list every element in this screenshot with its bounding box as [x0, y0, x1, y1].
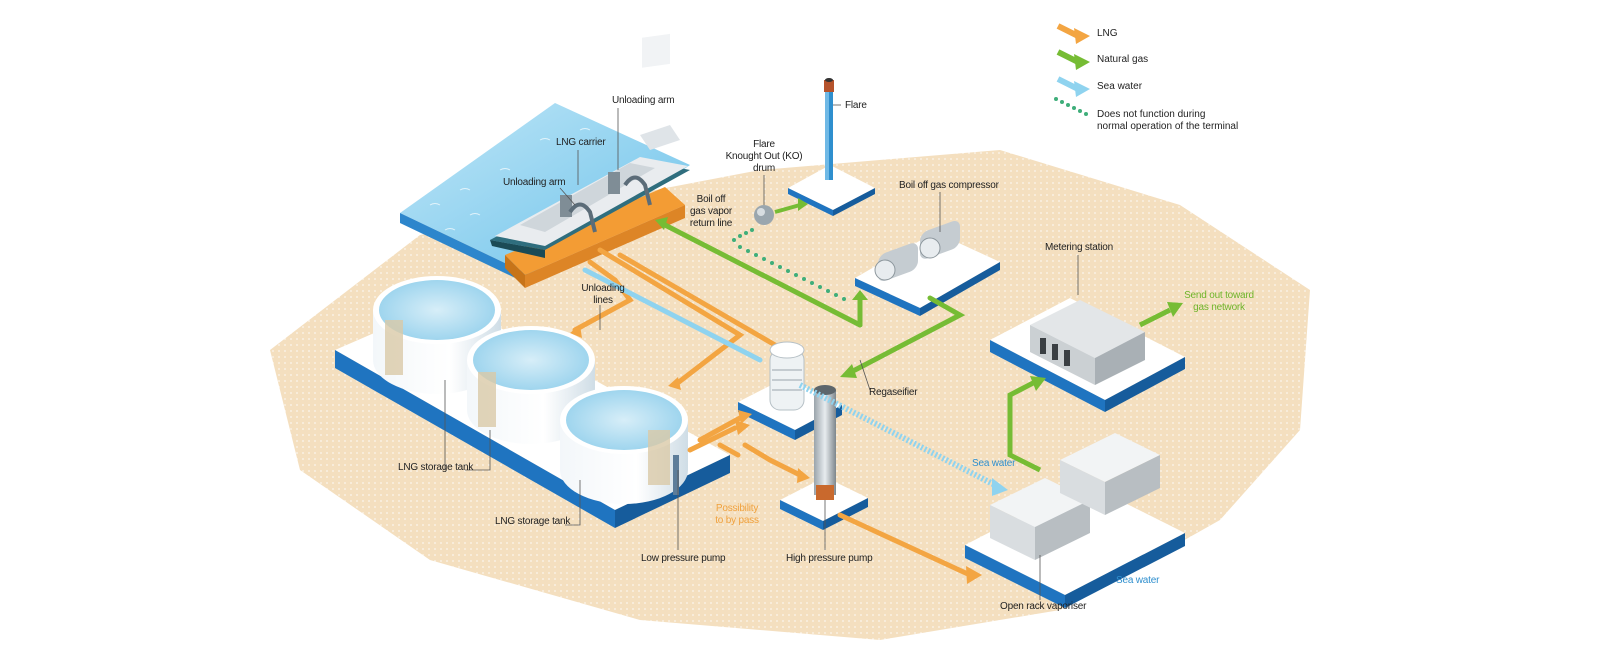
label-lng-storage-tank-2: LNG storage tank	[495, 516, 571, 527]
legend-dotted-symbol	[1054, 97, 1088, 116]
unloading-lines	[570, 247, 778, 390]
label-high-pressure-pump: High pressure pump	[786, 553, 873, 564]
label-unloading-arm-left: Unloading arm	[503, 177, 566, 188]
lng-process-lines	[687, 410, 982, 584]
unloading-arms	[568, 175, 652, 233]
legend-natural-gas-label: Natural gas	[1097, 54, 1149, 65]
leader-lines	[444, 104, 1079, 600]
label-flare-ko-2: Knought Out (KO)	[725, 151, 803, 162]
compressor-lines	[840, 290, 966, 378]
label-boil-off-vapor-1: Boil off	[696, 194, 726, 205]
label-boil-off-vapor-2: gas vapor	[689, 206, 733, 217]
legend-not-function-line2: normal operation of the terminal	[1097, 121, 1239, 132]
label-boil-off-compressor: Boil off gas compressor	[899, 180, 999, 191]
label-flare-ko-1: Flare	[753, 139, 775, 150]
legend-sea-water-label: Sea water	[1097, 81, 1143, 92]
label-lng-carrier: LNG carrier	[556, 137, 606, 148]
label-boil-off-vapor-3: return line	[689, 218, 733, 229]
label-flare-ko-3: drum	[753, 163, 775, 174]
legend-not-function-line1: Does not function during	[1097, 109, 1206, 120]
dotted-lines	[732, 228, 846, 301]
lng-storage-tank-1	[373, 276, 501, 394]
label-sea-water-mid: Sea water	[972, 458, 1016, 469]
label-send-out-1: Send out toward	[1184, 290, 1254, 301]
sea-area	[400, 103, 690, 285]
lng-storage-tank-3	[560, 386, 688, 504]
legend-lng-symbol	[1056, 23, 1090, 44]
label-open-rack-vaporiser: Open rack vaporiser	[1000, 601, 1087, 612]
metering-station	[990, 298, 1185, 412]
high-pressure-pump	[780, 385, 868, 530]
flare	[788, 78, 875, 216]
label-bypass-1: Possibility	[715, 503, 759, 514]
label-unloading-lines-2: lines	[593, 295, 613, 306]
label-low-pressure-pump: Low pressure pump	[641, 553, 726, 564]
legend-natural-gas-symbol	[1056, 49, 1090, 70]
label-unloading-lines-1: Unloading	[581, 283, 625, 294]
label-unloading-arm-top: Unloading arm	[612, 95, 675, 106]
legend-lng-label: LNG	[1097, 28, 1118, 39]
label-sea-water-bottom: Sea water	[1116, 575, 1160, 586]
lng-carrier-ship	[490, 33, 690, 258]
label-send-out-2: gas network	[1193, 302, 1245, 313]
label-lng-storage-tank-1: LNG storage tank	[398, 462, 474, 473]
label-bypass-2: to by pass	[715, 515, 759, 526]
flare-ko-drum	[754, 198, 808, 225]
label-flare: Flare	[845, 100, 867, 111]
label-metering-station: Metering station	[1045, 242, 1113, 253]
legend-sea-water-symbol	[1056, 76, 1090, 97]
send-out-line	[1007, 302, 1183, 473]
label-regaseifier: Regaseifier	[869, 387, 918, 398]
